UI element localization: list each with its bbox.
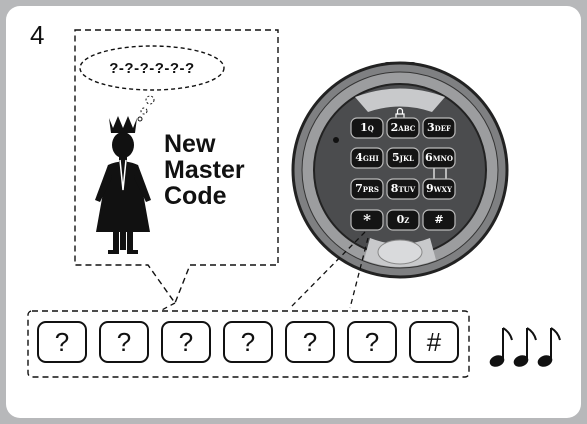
key-label-star[interactable]: * [363, 211, 371, 229]
king-figure-icon [95, 116, 151, 254]
key-label-3[interactable]: 3DEF [426, 121, 452, 134]
sequence-key: ? [285, 321, 335, 363]
thought-dot [137, 116, 143, 122]
key-label-0[interactable]: 0Z [396, 213, 410, 226]
lock-top-window [355, 88, 445, 112]
thought-dot [145, 95, 155, 105]
sequence-frame [27, 310, 470, 378]
key-hash [422, 209, 456, 231]
caption: New Master Code [164, 131, 245, 209]
sequence-key: ? [161, 321, 211, 363]
key-label-4[interactable]: 4GHI [355, 151, 379, 164]
key-7 [350, 178, 384, 200]
status-led [333, 137, 339, 143]
key-9 [422, 178, 456, 200]
connector-line [349, 237, 369, 309]
sequence-key: ? [223, 321, 273, 363]
key-label-6[interactable]: 6MNO [425, 151, 453, 164]
lock-button [377, 239, 423, 265]
sequence-key: ? [347, 321, 397, 363]
caption-line: Code [164, 182, 227, 210]
thought-code: ?-?-?-?-?-? [109, 60, 195, 77]
sequence-key: ? [99, 321, 149, 363]
keypad-lock [291, 61, 509, 279]
caption-line: New [164, 130, 216, 158]
key-label-5[interactable]: 5JKL [392, 151, 414, 164]
key-label-hash[interactable]: # [434, 213, 444, 226]
key-3 [422, 117, 456, 139]
key-2 [386, 117, 420, 139]
key-8 [386, 178, 420, 200]
key-5 [386, 147, 420, 169]
key-6 [422, 147, 456, 169]
key-label-9[interactable]: 9WXY [426, 182, 452, 195]
key-1 [350, 117, 384, 139]
sequence-key-hash: # [409, 321, 459, 363]
key-4 [350, 147, 384, 169]
sequence-key: ? [37, 321, 87, 363]
key-0 [386, 209, 420, 231]
key-label-2[interactable]: 2ABC [390, 121, 416, 134]
caption-line: Master [164, 156, 245, 184]
thought-cloud [79, 45, 225, 91]
key-star [350, 209, 384, 231]
triple-music-note-icon [489, 327, 561, 367]
keypad-keys [350, 117, 456, 231]
key-label-1[interactable]: 1Q [360, 121, 374, 134]
connector-line [159, 302, 176, 312]
step-number: 4 [30, 20, 45, 50]
speech-bubble-frame [74, 29, 279, 305]
thought-dot [140, 107, 148, 115]
key-label-8[interactable]: 8TUV [390, 182, 416, 195]
key-label-7[interactable]: 7PRS [355, 182, 379, 195]
